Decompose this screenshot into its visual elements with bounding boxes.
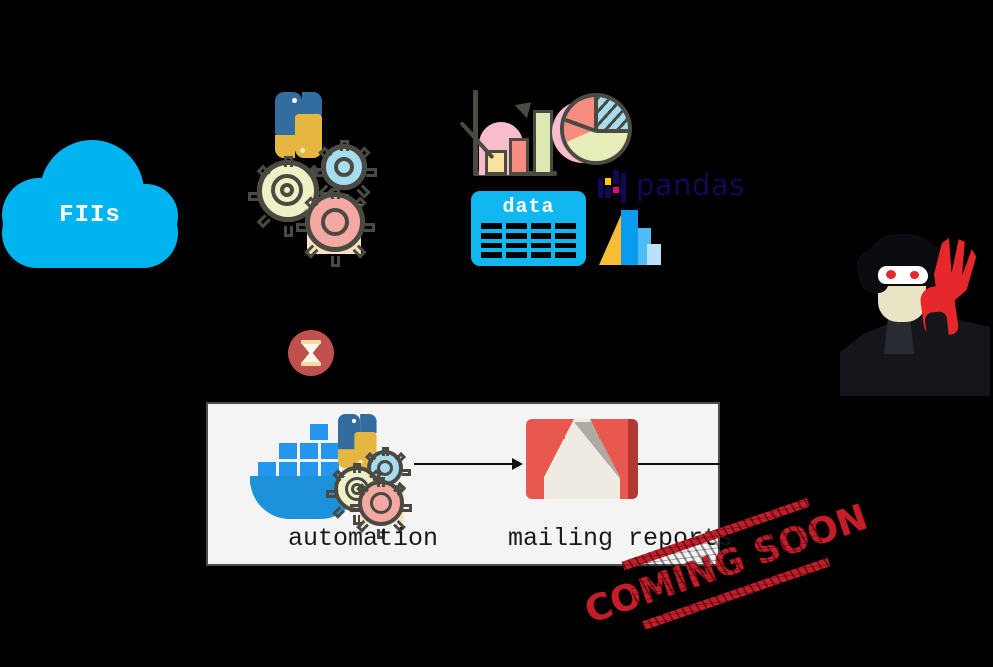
hourglass-cap-bottom (301, 362, 321, 366)
analytics-group-node[interactable]: data (459, 88, 744, 270)
ga-bar-light (647, 244, 661, 265)
joker-character-icon (838, 228, 993, 396)
table-cell (530, 242, 552, 249)
table-cell (530, 232, 552, 239)
table-cell (481, 232, 502, 239)
data-table-grid (481, 223, 576, 258)
bar-chart-icon (459, 88, 557, 180)
table-cell (505, 223, 527, 229)
step-label-mailing-reports: mailing reports (508, 524, 734, 553)
cloud-label: FIIs (59, 202, 121, 229)
hourglass-icon (302, 344, 320, 355)
table-cell (555, 242, 576, 249)
docker-container-block (300, 462, 318, 478)
pandas-wordmark: pandas (636, 168, 745, 202)
gmail-right-edge-shadow (628, 419, 638, 499)
gear-salmon-icon (350, 477, 412, 539)
table-cell (505, 232, 527, 239)
cloud-base (2, 198, 178, 268)
python-logo-icon (337, 414, 384, 469)
pandas-mark-bar (605, 187, 611, 198)
pie-chart-icon (552, 93, 632, 165)
connector-automation-to-mail (414, 463, 514, 465)
pandas-mark-bar (613, 170, 619, 184)
joker-sleeve (924, 310, 950, 348)
ga-bar-dark (621, 210, 638, 265)
docker-container-block (321, 443, 339, 459)
table-cell (530, 252, 552, 258)
python-gears-node[interactable] (245, 92, 395, 267)
docker-container-block (321, 462, 339, 478)
table-cell (555, 232, 576, 239)
gmail-icon (526, 419, 638, 499)
pandas-mark-bar (598, 178, 603, 198)
python-logo-icon (275, 92, 343, 160)
table-cell (481, 252, 502, 258)
pie-divider-top (594, 97, 598, 131)
cron-scheduler-node[interactable] (288, 330, 334, 376)
pandas-mark-yellow-dot (605, 178, 611, 185)
cloud-node-fiis[interactable]: FIIs (2, 140, 178, 268)
table-cell (505, 252, 527, 258)
joker-eye-left (886, 270, 896, 279)
google-analytics-icon (599, 210, 661, 265)
docker-container-block (279, 443, 297, 459)
joker-eye-right (910, 271, 919, 279)
bar-coral (509, 138, 529, 175)
data-table-icon[interactable]: data (471, 191, 586, 266)
table-cell (555, 252, 576, 258)
gear-salmon-icon (295, 188, 375, 267)
docker-python-gears-icon (250, 414, 415, 539)
pipeline-panel[interactable]: automation mailing reports (206, 402, 734, 566)
table-cell (530, 223, 552, 229)
pie-slice-stripes (596, 97, 628, 129)
python-logo-eye-lower (358, 459, 363, 465)
docker-container-block (258, 462, 276, 478)
python-logo-lower (275, 114, 322, 158)
connector-mail-to-next (638, 463, 720, 465)
gear-cream-icon (326, 463, 388, 525)
data-table-title: data (502, 196, 555, 219)
python-logo-eye-lower (300, 148, 305, 153)
python-logo-eye-upper (351, 418, 357, 424)
gmail-left-edge (526, 419, 544, 499)
gear-blue-icon (311, 140, 377, 205)
pie-divider-right (596, 129, 628, 133)
step-label-automation: automation (287, 524, 439, 553)
pie-body (560, 93, 632, 165)
bar-green (533, 110, 553, 175)
table-cell (505, 242, 527, 249)
ga-triangle (599, 215, 621, 265)
connector-arrow-head (512, 458, 523, 470)
pandas-mark-bar (621, 173, 626, 203)
table-cell (481, 223, 502, 229)
table-cell (481, 242, 502, 249)
gmail-m-top-right (599, 419, 625, 439)
python-logo-eye-upper (292, 98, 297, 103)
table-cell (555, 223, 576, 229)
joker-coat (840, 314, 990, 396)
hourglass-cap-top (301, 340, 321, 344)
chart-y-axis (473, 90, 478, 174)
hourglass-lower-bulb (302, 351, 320, 362)
pandas-logo-icon: pandas (598, 168, 744, 210)
docker-container-block (310, 424, 328, 440)
docker-container-block (279, 462, 297, 478)
pandas-mark-pink-dot (613, 187, 619, 193)
gmail-m-top-left (539, 419, 565, 439)
docker-whale-deck (250, 476, 360, 484)
docker-container-block (300, 443, 318, 459)
